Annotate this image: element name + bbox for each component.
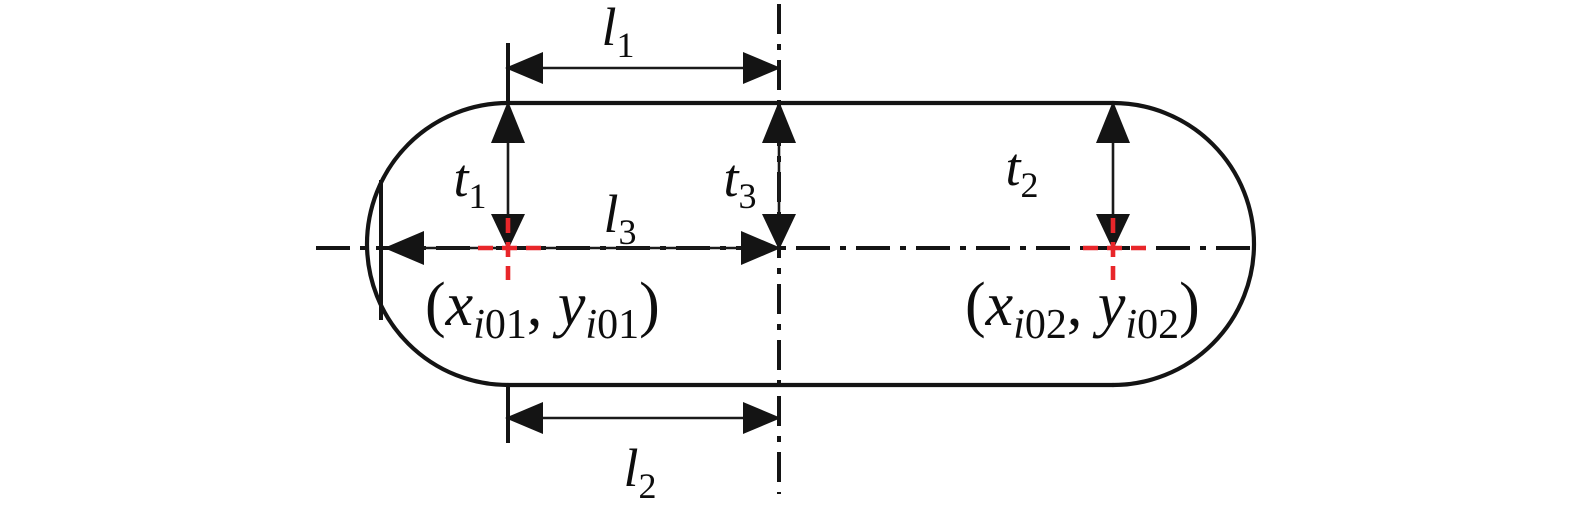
left-coord-open-paren: ( — [425, 271, 446, 339]
dimension-t3-subscript: 3 — [739, 176, 757, 216]
dimension-t3: t3 — [723, 101, 796, 250]
capsule-left-arc — [364, 100, 511, 388]
capsule-right-arc — [1110, 100, 1257, 388]
dimension-t3-base: t — [723, 148, 740, 208]
dimension-t2-label: t2 — [1005, 137, 1038, 205]
dimension-l2-label: l2 — [623, 438, 656, 506]
right-coord-comma: , — [1067, 271, 1098, 339]
dimension-l2-base: l — [623, 438, 638, 498]
dimension-l3-arrowhead-right — [741, 231, 781, 265]
right-center-coordinate-label: (xi02, yi02) — [965, 271, 1200, 348]
dimension-l2: l2 — [505, 402, 781, 506]
dimension-l2-arrowhead-left — [505, 402, 543, 434]
capsule-outline-group — [364, 100, 1257, 388]
right-coord-y-sub-num: 02 — [1137, 302, 1179, 348]
dimension-t2-subscript: 2 — [1021, 165, 1039, 205]
left-coord-x-sub-num: 01 — [485, 302, 527, 348]
left-coord-y-sub-num: 01 — [597, 302, 639, 348]
dimension-t3-arrowhead-top — [762, 101, 796, 143]
left-coord-x-variable: x — [445, 271, 474, 339]
dimension-t1-base: t — [453, 148, 470, 208]
right-coord-x-sub-i: i — [1013, 302, 1025, 348]
dimension-t3-label: t3 — [723, 148, 756, 216]
right-coord-x-sub-num: 02 — [1025, 302, 1067, 348]
dimension-l2-subscript: 2 — [639, 466, 657, 506]
right-center-crosshair — [1083, 218, 1148, 280]
dimension-l1-arrowhead-right — [743, 52, 781, 84]
dimension-t2-arrowhead-top — [1096, 101, 1130, 143]
dimension-l1-arrowhead-left — [505, 52, 543, 84]
dimension-t1-label: t1 — [453, 148, 486, 216]
dimension-t1-arrowhead-top — [491, 101, 525, 143]
dimension-l1-subscript: 1 — [617, 25, 635, 65]
left-coord-x-sub-i: i — [473, 302, 485, 348]
dimension-l3-base: l — [603, 184, 618, 244]
dimension-l3-arrowhead-left — [384, 231, 424, 265]
right-coord-x-variable: x — [985, 271, 1014, 339]
dimension-l1-label: l1 — [601, 0, 634, 65]
left-coord-comma: , — [527, 271, 558, 339]
right-coord-open-paren: ( — [965, 271, 986, 339]
left-center-crosshair — [478, 218, 543, 280]
left-center-coordinate-label: (xi01, yi01) — [425, 271, 660, 348]
right-coord-close-paren: ) — [1179, 271, 1200, 339]
dimension-l2-arrowhead-right — [743, 402, 781, 434]
right-coord-y-variable: y — [1092, 271, 1126, 339]
dimension-t1-subscript: 1 — [469, 176, 487, 216]
dimension-l3-label: l3 — [603, 184, 636, 252]
dimension-l3: l3 — [384, 184, 781, 265]
dimension-t1: t1 — [453, 101, 525, 250]
left-coord-close-paren: ) — [639, 271, 660, 339]
right-coord-y-sub-i: i — [1125, 302, 1137, 348]
dimension-l3-subscript: 3 — [619, 212, 637, 252]
left-coord-y-sub-i: i — [585, 302, 597, 348]
dimension-t3-arrowhead-bottom — [762, 214, 796, 250]
dimension-l1-base: l — [601, 0, 616, 57]
left-coord-y-variable: y — [552, 271, 586, 339]
dimension-t2-base: t — [1005, 137, 1022, 197]
dimension-l1: l1 — [505, 0, 781, 84]
